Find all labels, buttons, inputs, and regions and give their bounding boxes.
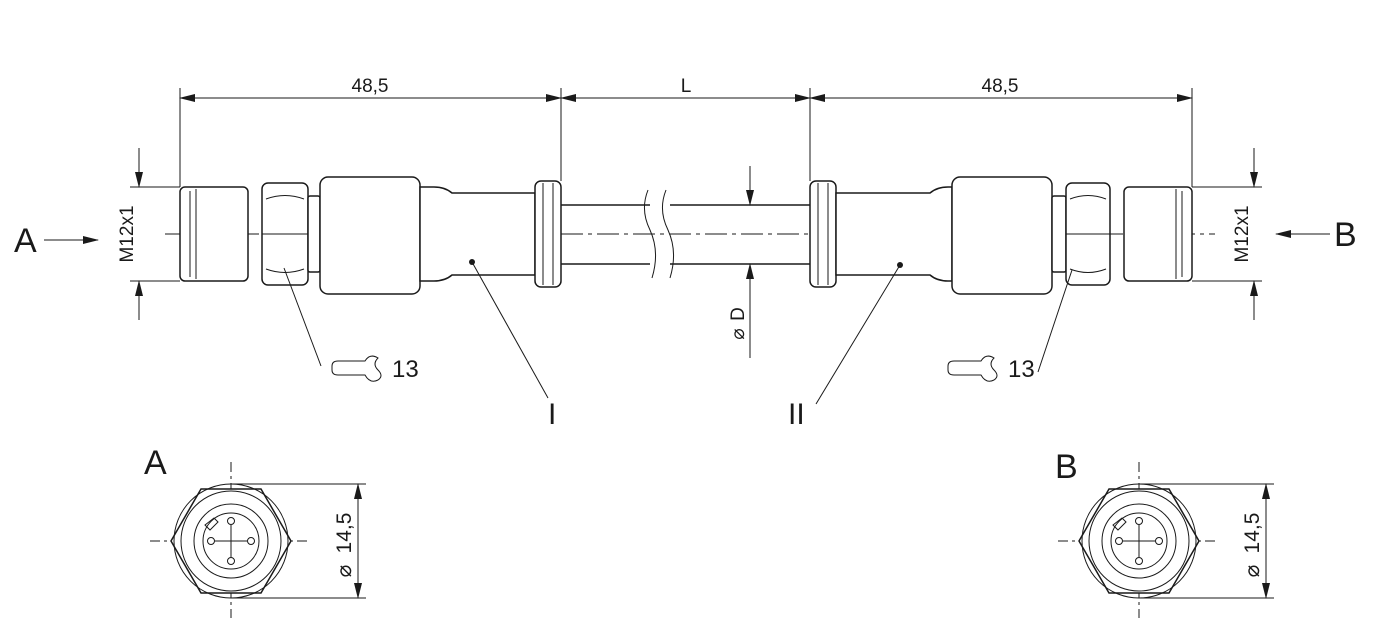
view-a-title: A [144,444,167,482]
thread-dimension-left [130,148,180,320]
wrench-callout-right [947,269,1073,382]
wrench-size-left: 13 [392,356,419,383]
wrench-icon [947,355,998,382]
part-one-label: I [548,398,556,431]
part-one-leader [471,261,549,399]
connector-left [179,176,562,295]
dimension-cable-length: L [681,76,692,97]
wrench-callout-left [283,267,382,382]
face-diameter-a: 14,5 [333,513,356,554]
cable [561,189,810,279]
wrench-size-right: 13 [1008,356,1035,383]
thread-size-left: M12x1 [117,205,138,262]
face-diameter-a-symbol: ⌀ [333,565,356,578]
dimension-right-length: 48,5 [982,76,1019,97]
front-view-b [1058,462,1274,618]
wrench-icon [331,355,382,382]
view-b-title: B [1055,448,1078,486]
face-diameter-b-symbol: ⌀ [1241,565,1264,578]
front-view-a [150,462,366,618]
part-two-leader [815,264,901,405]
view-a-arrow-label: A [14,222,37,260]
cable-diameter-label: D [728,307,749,321]
part-two-label: II [788,398,805,431]
connector-right [809,176,1193,295]
thread-size-right: M12x1 [1232,205,1253,262]
view-b-arrow-label: B [1334,216,1357,254]
face-diameter-b: 14,5 [1241,513,1264,554]
thread-dimension-right [1192,148,1262,320]
dimension-left-length: 48,5 [352,76,389,97]
cable-diameter-symbol: ⌀ [728,328,749,339]
top-dimension-lines [179,88,1193,187]
